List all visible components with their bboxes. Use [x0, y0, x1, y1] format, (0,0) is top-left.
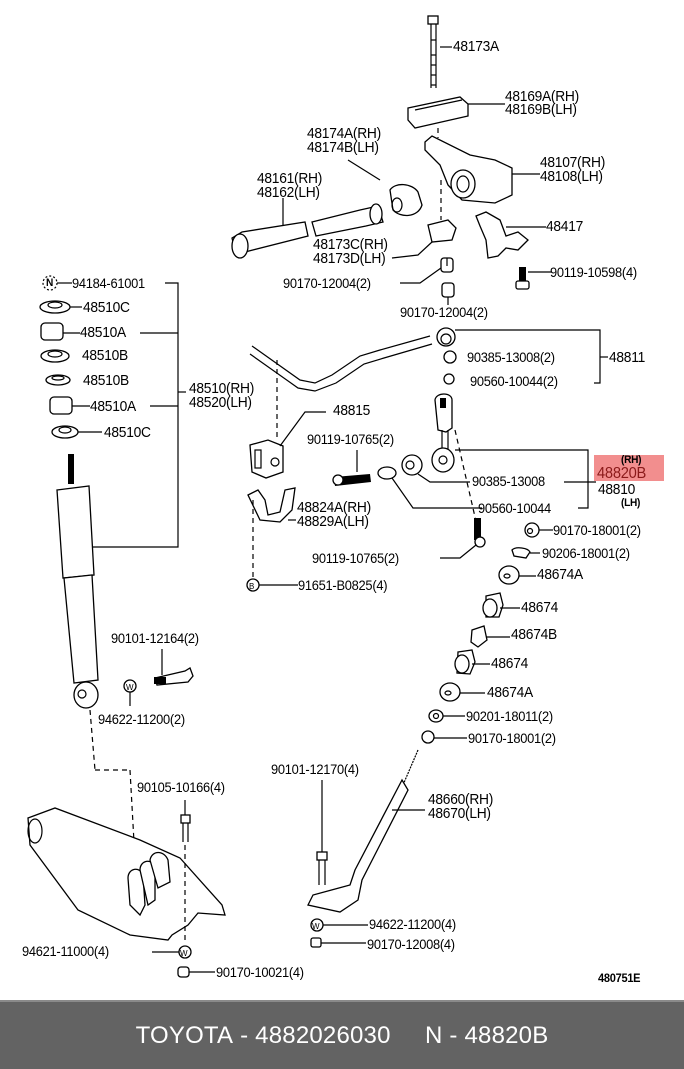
label-48829A: 48829A(LH) [297, 513, 369, 530]
bracket-48417-drawing [475, 211, 546, 259]
label-94184-61001: 94184-61001 [72, 275, 145, 291]
label-90119-10765-a: 90119-10765(2) [307, 431, 394, 447]
label-48161: 48161(RH) [257, 170, 323, 187]
bushing-48174-drawing [347, 159, 423, 217]
label-lh-tag: (LH) [621, 497, 641, 509]
sleeve-48161-drawing [231, 198, 384, 259]
label-48815: 48815 [333, 402, 371, 419]
label-90101-12170: 90101-12170(4) [271, 761, 359, 777]
label-48674B: 48674B [511, 626, 557, 643]
w-washer-mark-3: W [180, 949, 188, 958]
label-94622-11200-4: 94622-11200(4) [369, 916, 456, 932]
bolt-48173A-drawing [427, 15, 452, 88]
bolt-90119-10598-drawing [515, 267, 552, 290]
exploded-view-drawing: W B [27, 15, 608, 978]
footer-n-code: 48820B [464, 1021, 549, 1049]
shock-absorber-drawing [56, 454, 136, 861]
label-48510-rh: 48510(RH) [189, 380, 255, 397]
label-90170-18001-b: 90170-18001(2) [468, 730, 556, 746]
bolt-90119-10765-a-drawing [332, 450, 371, 486]
label-90560-10044-2: 90560-10044(2) [470, 373, 558, 389]
bracket-48107-drawing [424, 128, 540, 220]
label-90385-13008: 90385-13008 [472, 473, 545, 489]
label-90170-12004-b: 90170-12004(2) [400, 304, 488, 320]
label-48674A-b: 48674A [487, 684, 533, 701]
label-90119-10598: 90119-10598(4) [550, 264, 637, 280]
label-48173D: 48173D(LH) [313, 250, 386, 267]
label-48173C: 48173C(RH) [313, 236, 388, 253]
label-48510C-a: 48510C [83, 299, 130, 316]
bolt-90101-12164-drawing: W [123, 649, 194, 706]
label-90201-18011: 90201-18011(2) [466, 708, 553, 724]
bracket-48815-drawing: B [246, 411, 326, 592]
spacer-48173C-drawing [391, 219, 457, 259]
collar-drawing [377, 454, 482, 509]
footer-part-number: 4882026030 [255, 1021, 391, 1049]
link-48820B-drawing [431, 393, 596, 531]
footer-caption: TOYOTA - 4882026030 N - 48820B [0, 1002, 684, 1069]
label-48174B: 48174B(LH) [307, 139, 379, 156]
label-48674-b: 48674 [491, 655, 529, 672]
label-48811: 48811 [609, 349, 645, 366]
label-94621-11000: 94621-11000(4) [22, 943, 109, 959]
label-94622-11200-2: 94622-11200(2) [98, 711, 185, 727]
label-48820B[interactable]: 48820B [597, 465, 647, 482]
footer-n-prefix: N [425, 1021, 443, 1049]
b-bolt-mark: B [249, 582, 254, 591]
label-90385-13008-2: 90385-13008(2) [467, 349, 555, 365]
footer-separator-1: - [233, 1021, 256, 1049]
cap-48169-drawing [407, 96, 505, 129]
footer-separator-2: - [442, 1021, 465, 1049]
stabilizer-bar-drawing [249, 327, 608, 440]
label-48670: 48670(LH) [428, 805, 491, 822]
label-90170-12004-a: 90170-12004(2) [283, 275, 371, 291]
label-48510B-b: 48510B [83, 372, 129, 389]
parts-diagram: W B [22, 15, 664, 985]
footer-bar: TOYOTA - 4882026030 N - 48820B [0, 1000, 684, 1069]
label-rh-tag: (RH) [621, 454, 642, 466]
label-90560-10044: 90560-10044 [478, 500, 551, 516]
label-48510B-a: 48510B [82, 347, 128, 364]
label-48162: 48162(LH) [257, 184, 320, 201]
label-90170-10021: 90170-10021(4) [216, 964, 304, 980]
label-48810: 48810 [598, 481, 636, 498]
nut-90170-12004-drawing [400, 257, 455, 305]
label-48674A-a: 48674A [537, 566, 583, 583]
label-48660: 48660(RH) [428, 791, 494, 808]
footer-brand: TOYOTA [135, 1021, 234, 1049]
shock-mount-parts-drawing [39, 275, 186, 548]
label-48674-a: 48674 [521, 599, 559, 616]
label-48108: 48108(LH) [540, 168, 603, 185]
w-washer-mark-2: W [312, 922, 320, 931]
label-48417: 48417 [546, 218, 584, 235]
bolt-90119-10765-b-drawing [440, 518, 486, 559]
label-48173A: 48173A [453, 38, 499, 55]
label-48824A: 48824A(RH) [297, 499, 371, 516]
label-90170-18001-a: 90170-18001(2) [553, 522, 641, 538]
label-91651-B0825: 91651-B0825(4) [298, 577, 388, 593]
label-48169B: 48169B(LH) [505, 101, 577, 118]
label-48510C-b: 48510C [104, 424, 151, 441]
label-90119-10765-b: 90119-10765(2) [312, 550, 399, 566]
label-48107: 48107(RH) [540, 154, 606, 171]
diagram-code: 480751E [598, 971, 641, 985]
label-48520-lh: 48520(LH) [189, 394, 252, 411]
lower-arm-drawing: W [27, 800, 226, 978]
footer-gap [391, 1022, 425, 1050]
label-48510A-b: 48510A [90, 398, 136, 415]
label-90206-18001: 90206-18001(2) [542, 545, 630, 561]
label-48510A-a: 48510A [80, 324, 126, 341]
label-48174A: 48174A(RH) [307, 125, 381, 142]
label-48169A: 48169A(RH) [505, 88, 579, 105]
w-washer-mark: W [126, 683, 134, 692]
label-90105-10166: 90105-10166(4) [137, 779, 225, 795]
strut-rod-48660-drawing: W [307, 749, 425, 948]
label-90170-12008: 90170-12008(4) [367, 936, 455, 952]
label-90101-12164: 90101-12164(2) [111, 630, 199, 646]
bushing-stack-48674-drawing [421, 522, 553, 744]
part-highlight [594, 455, 664, 481]
n-mark: N [46, 277, 54, 289]
